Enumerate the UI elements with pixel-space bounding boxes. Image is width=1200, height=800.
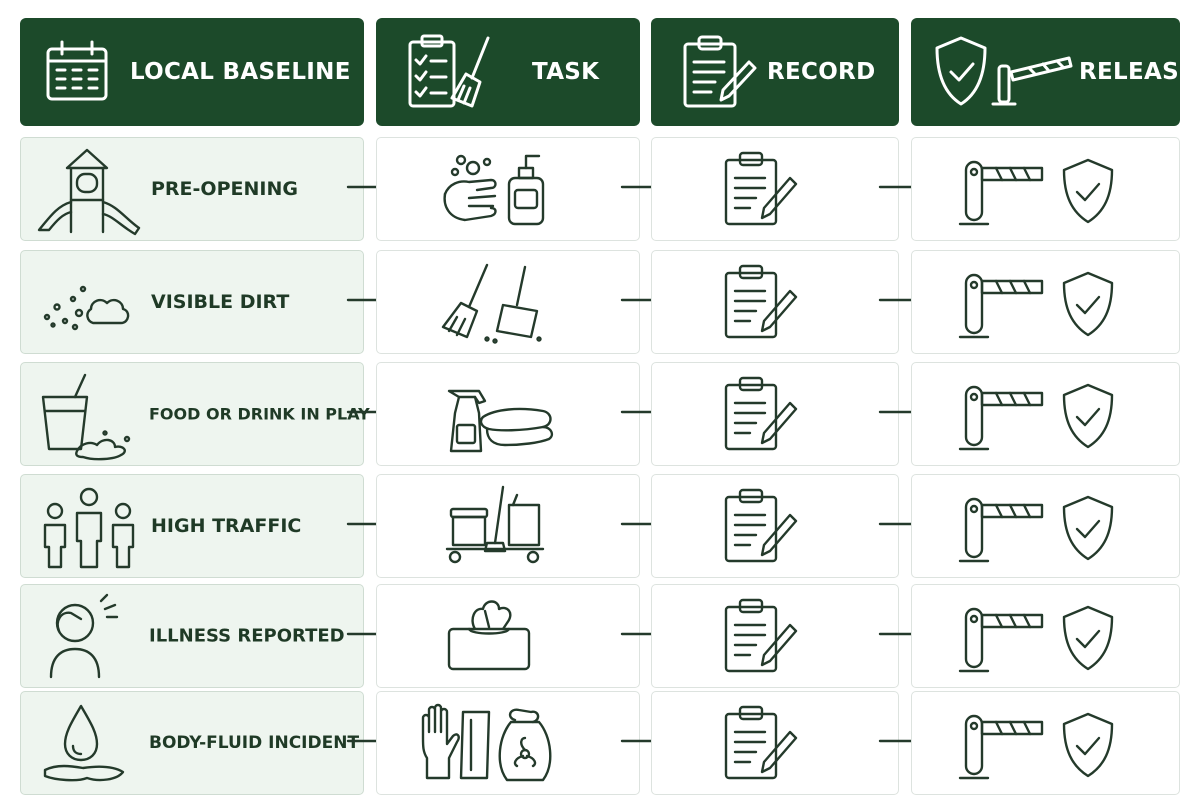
- shield-check-icon: [1062, 383, 1114, 449]
- clipboard-pen-icon: [724, 488, 798, 563]
- cleaning-cart-icon: [445, 485, 545, 564]
- fluid-drop-icon: [43, 704, 125, 782]
- task-cell: [376, 250, 640, 354]
- header-record: RECORD: [651, 18, 899, 126]
- header-task: TASK: [376, 18, 640, 126]
- record-cell: [651, 584, 899, 688]
- sick-person-icon: [49, 593, 119, 679]
- playground-icon: [37, 148, 141, 236]
- header-release: RELEASE: [911, 18, 1195, 126]
- handwash-soap-icon: [443, 154, 545, 226]
- baseline-cell-pre-opening: PRE-OPENING: [20, 137, 364, 241]
- baseline-cell-food-or-drink: FOOD OR DRINK IN PLAY: [20, 362, 370, 466]
- baseline-label: PRE-OPENING: [151, 178, 298, 200]
- clipboard-pen-icon: [724, 264, 798, 339]
- barrier-gate-icon: [958, 607, 1044, 673]
- shield-check-icon: [1062, 271, 1114, 337]
- record-cell: [651, 137, 899, 241]
- header-local-baseline: LOCAL BASELINE: [20, 18, 364, 126]
- release-cell: [911, 362, 1180, 466]
- baseline-cell-illness-reported: ILLNESS REPORTED: [20, 584, 364, 688]
- clipboard-pen-icon: [724, 151, 798, 226]
- record-cell: [651, 474, 899, 578]
- spilled-drink-icon: [41, 373, 131, 461]
- baseline-cell-visible-dirt: VISIBLE DIRT: [20, 250, 364, 354]
- shield-check-icon: [1062, 605, 1114, 671]
- record-cell: [651, 691, 899, 795]
- release-cell: [911, 137, 1180, 241]
- shield-barrier-icon: [935, 36, 1073, 106]
- record-cell: [651, 362, 899, 466]
- baseline-label: FOOD OR DRINK IN PLAY: [149, 404, 370, 424]
- task-cell: [376, 584, 640, 688]
- clipboard-pen-icon: [724, 705, 798, 780]
- people-group-icon: [43, 487, 135, 569]
- task-cell: [376, 474, 640, 578]
- dirt-pile-icon: [43, 285, 130, 331]
- release-cell: [911, 691, 1180, 795]
- baseline-label: ILLNESS REPORTED: [149, 625, 345, 647]
- task-cell: [376, 362, 640, 466]
- release-cell: [911, 584, 1180, 688]
- spray-cloth-icon: [447, 389, 554, 453]
- calendar-icon: [46, 40, 108, 101]
- baseline-cell-high-traffic: HIGH TRAFFIC: [20, 474, 364, 578]
- gloves-biohazard-bag-icon: [421, 703, 552, 782]
- baseline-label: BODY-FLUID INCIDENT: [149, 733, 360, 753]
- baseline-label: HIGH TRAFFIC: [151, 515, 302, 537]
- release-cell: [911, 474, 1180, 578]
- release-cell: [911, 250, 1180, 354]
- task-cell: [376, 137, 640, 241]
- header-label: RELEASE: [1079, 59, 1195, 85]
- barrier-gate-icon: [958, 385, 1044, 451]
- baseline-cell-body-fluid-incident: BODY-FLUID INCIDENT: [20, 691, 364, 795]
- barrier-gate-icon: [958, 160, 1044, 226]
- record-cell: [651, 250, 899, 354]
- header-label: RECORD: [767, 59, 876, 85]
- task-cell: [376, 691, 640, 795]
- shield-check-icon: [1062, 712, 1114, 778]
- tissue-box-icon: [447, 600, 531, 671]
- checklist-broom-icon: [408, 34, 490, 108]
- broom-dustpan-icon: [441, 263, 542, 344]
- clipboard-pen-icon: [724, 376, 798, 451]
- barrier-gate-icon: [958, 714, 1044, 780]
- header-label: LOCAL BASELINE: [130, 59, 351, 85]
- barrier-gate-icon: [958, 497, 1044, 563]
- baseline-label: VISIBLE DIRT: [151, 291, 290, 313]
- header-label: TASK: [532, 59, 600, 85]
- barrier-gate-icon: [958, 273, 1044, 339]
- shield-check-icon: [1062, 495, 1114, 561]
- clipboard-pen-icon: [683, 35, 757, 108]
- clipboard-pen-icon: [724, 598, 798, 673]
- shield-check-icon: [1062, 158, 1114, 224]
